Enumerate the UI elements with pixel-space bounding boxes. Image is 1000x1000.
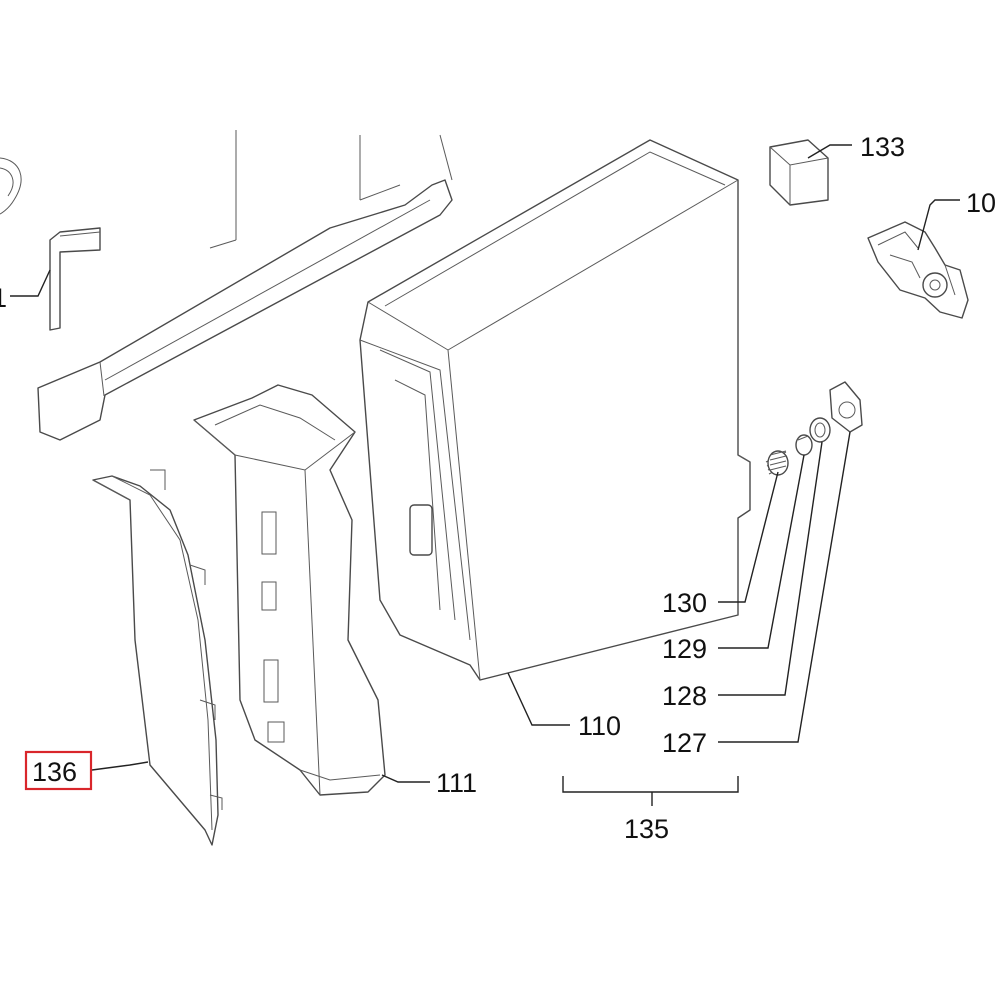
part-129-clip (795, 434, 813, 456)
leader-1 (10, 269, 51, 297)
leader-129 (718, 454, 805, 649)
part-133-cover (769, 139, 829, 206)
leader-130 (718, 471, 779, 603)
part-110-water-tank (359, 139, 751, 681)
callout-111: 111 (436, 768, 477, 798)
leader-128 (718, 441, 823, 696)
callout-labels: 133 10 1 130 129 128 127 110 111 136 135 (0, 132, 996, 844)
callout-110: 110 (578, 711, 621, 741)
callout-136-highlight-box (24, 750, 93, 791)
callout-130: 130 (662, 588, 707, 618)
leader-111 (381, 774, 430, 783)
callout-136: 136 (32, 757, 77, 787)
part-130-spring (765, 450, 789, 476)
callout-133: 133 (860, 132, 905, 162)
leader-133 (807, 144, 852, 159)
callout-135: 135 (624, 814, 669, 844)
part-127-plate (829, 381, 863, 433)
leader-110 (507, 672, 570, 726)
part-1-frame (0, 130, 453, 441)
part-10-valve-assembly (867, 221, 969, 319)
part-128-ring (809, 417, 831, 443)
callout-1: 1 (0, 283, 7, 313)
leader-10 (917, 199, 960, 251)
callout-129: 129 (662, 634, 707, 664)
part-136-front-panel (92, 469, 223, 846)
callout-10: 10 (966, 188, 996, 218)
part-111-side-panel (193, 384, 386, 796)
bracket-135 (562, 776, 739, 806)
leader-127 (718, 431, 851, 743)
callout-127: 127 (662, 728, 707, 758)
callout-128: 128 (662, 681, 707, 711)
leader-lines (10, 144, 960, 806)
leader-136 (91, 761, 149, 771)
